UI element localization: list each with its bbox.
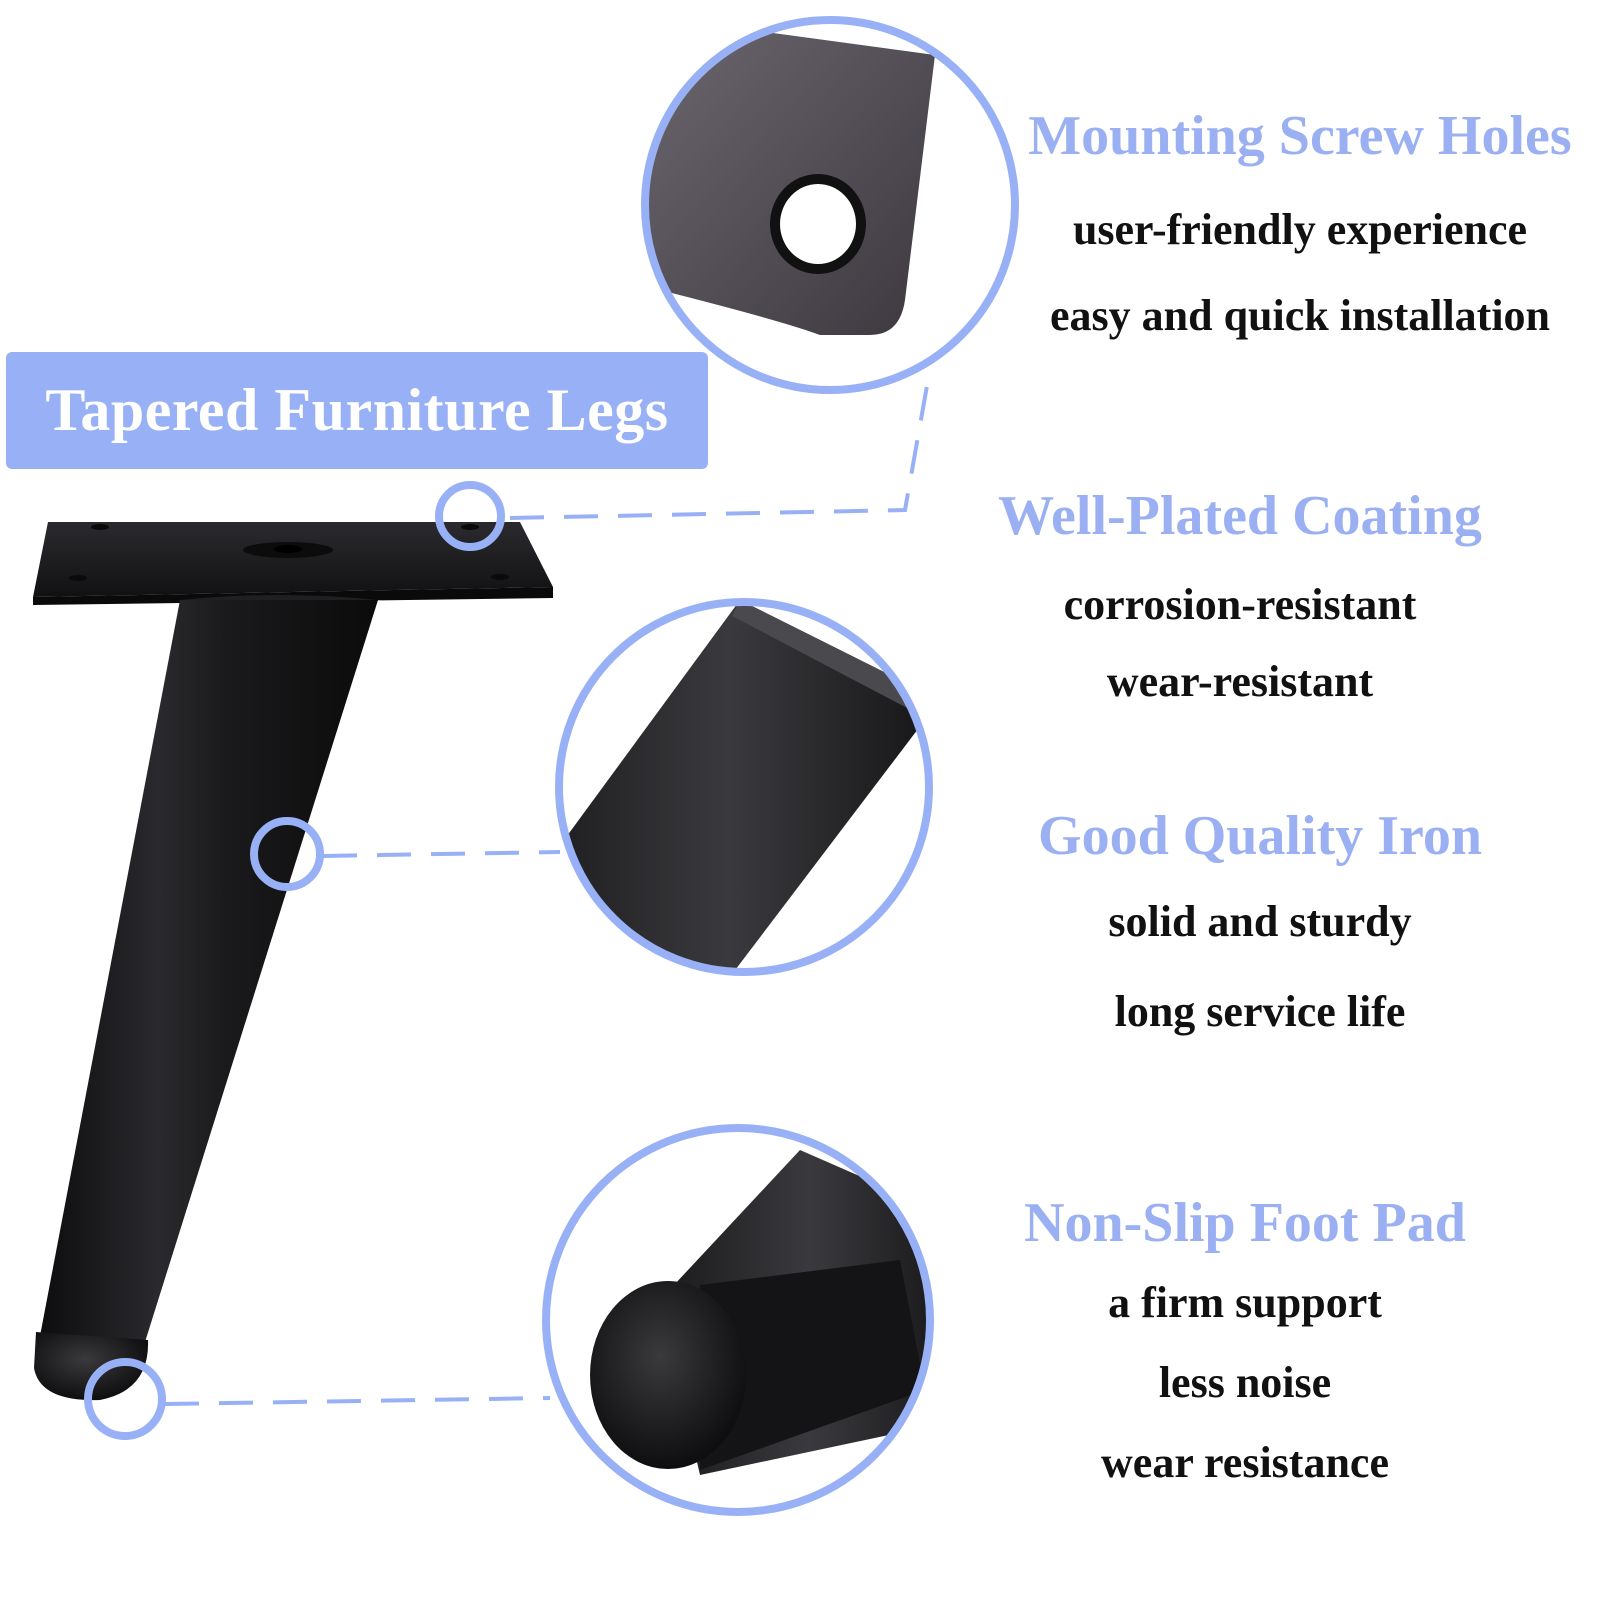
feature-mounting-screw-holes: Mounting Screw Holes user-friendly exper… <box>1005 108 1595 348</box>
feature-title: Good Quality Iron <box>1038 805 1482 867</box>
feature-line: solid and sturdy <box>1108 897 1412 946</box>
zoom-circle-screw-hole <box>641 16 1019 394</box>
feature-good-quality-iron: Good Quality Iron solid and sturdy long … <box>990 808 1530 1038</box>
feature-line: wear-resistant <box>1106 657 1374 706</box>
marker-body <box>250 817 324 891</box>
feature-title: Non-Slip Foot Pad <box>1024 1192 1466 1254</box>
mounting-plate <box>33 522 553 605</box>
feature-line: less noise <box>1158 1358 1332 1407</box>
leader-lines <box>164 379 930 1406</box>
marker-foot <box>84 1358 166 1440</box>
feature-line: long service life <box>1114 987 1406 1036</box>
tapered-leg-body <box>40 595 378 1342</box>
product-title: Tapered Furniture Legs <box>45 377 669 443</box>
feature-title: Mounting Screw Holes <box>1028 105 1572 167</box>
feature-line: user-friendly experience <box>1072 205 1528 254</box>
marker-circles <box>84 481 505 1440</box>
feature-non-slip-foot-pad: Non-Slip Foot Pad a firm support less no… <box>975 1195 1515 1495</box>
feature-well-plated-coating: Well-Plated Coating corrosion-resistant … <box>950 488 1530 713</box>
foot-cap <box>34 1332 149 1401</box>
feature-line: a firm support <box>1108 1278 1382 1327</box>
feature-line: easy and quick installation <box>1049 291 1551 340</box>
marker-plate <box>435 481 505 551</box>
zoom-circle-foot-pad <box>542 1124 934 1516</box>
feature-line: corrosion-resistant <box>1063 580 1417 629</box>
feature-line: wear resistance <box>1101 1438 1389 1487</box>
zoom-circle-coating <box>555 598 933 976</box>
feature-title: Well-Plated Coating <box>998 485 1482 547</box>
product-title-banner: Tapered Furniture Legs <box>6 352 708 469</box>
